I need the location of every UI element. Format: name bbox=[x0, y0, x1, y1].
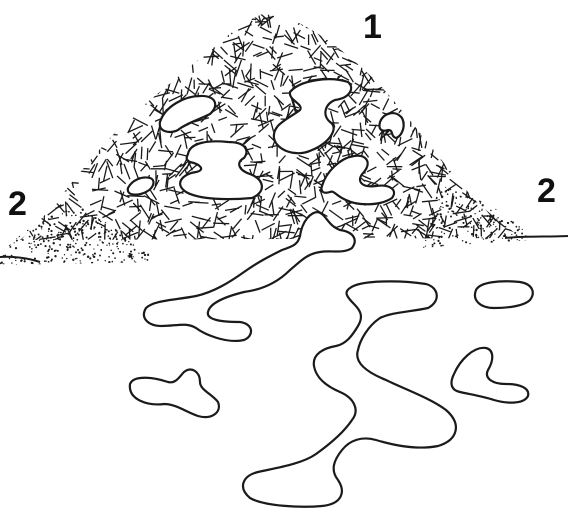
ground-line-right bbox=[505, 236, 568, 238]
deep-chamber-central bbox=[243, 281, 456, 506]
sand-right-label: 2 bbox=[537, 174, 556, 208]
sand-left-label: 2 bbox=[8, 187, 27, 221]
chamber-left-small bbox=[128, 177, 154, 194]
mound-hatching bbox=[14, 3, 525, 252]
mound-label: 1 bbox=[363, 10, 382, 44]
ground-line-left bbox=[0, 257, 40, 262]
deep-chamber-left bbox=[130, 370, 219, 417]
chamber-right-small bbox=[379, 113, 403, 138]
deep-chamber-top-right bbox=[475, 281, 533, 308]
chamber-upper-left bbox=[160, 96, 215, 132]
deep-chamber-right bbox=[452, 348, 529, 403]
